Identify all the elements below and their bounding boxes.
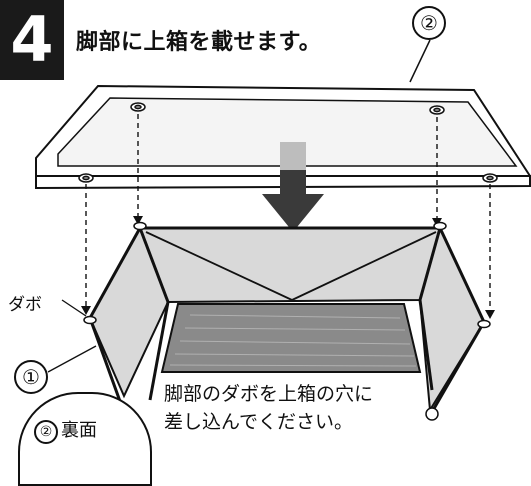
dowel-leader — [61, 299, 87, 317]
down-arrow — [262, 142, 324, 232]
inset-label: 裏面 — [61, 420, 97, 441]
dowel-callout-label: ダボ — [8, 295, 42, 315]
instruction-text: 脚部のダボを上箱の穴に 差し込んでください。 — [162, 380, 376, 436]
dowels — [83, 221, 491, 329]
top-box-inner — [57, 97, 518, 167]
step-title: 脚部に上箱を載せます。 — [76, 30, 322, 55]
bottom-shelf — [160, 303, 422, 373]
top-box-holes — [78, 102, 498, 183]
back-panel — [138, 227, 442, 304]
diagram-canvas — [35, 39, 531, 429]
guide-arrowheads — [81, 216, 495, 319]
inset-part-number: ② — [34, 420, 58, 444]
dowel-front-left — [83, 315, 97, 325]
part-legs-leader — [47, 345, 97, 373]
part-legs-callout: ① — [14, 360, 48, 394]
leg-frame — [88, 225, 486, 419]
part-top-callout: ② — [412, 6, 446, 40]
part-top-leader — [409, 39, 431, 83]
step-number-badge: 4 — [0, 0, 64, 80]
alignment-guides — [85, 114, 491, 316]
instruction-line-1: 脚部のダボを上箱の穴に — [164, 383, 374, 405]
instruction-line-2: 差し込んでください。 — [164, 411, 354, 433]
